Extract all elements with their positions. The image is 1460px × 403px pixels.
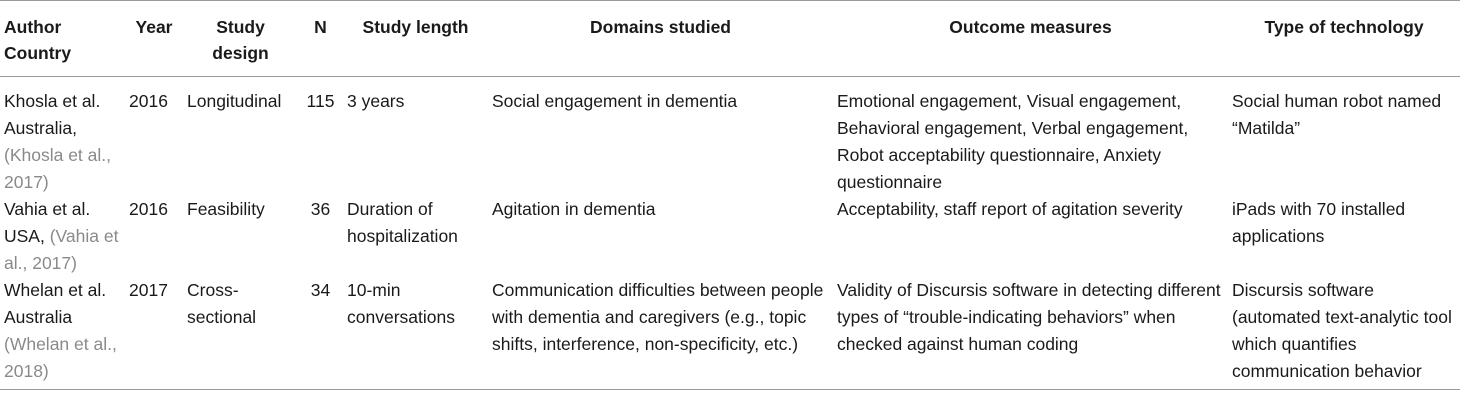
cell-outcomes: Acceptability, staff report of agitation… [837, 199, 1183, 219]
author-name: Whelan et al. Australia [4, 280, 107, 327]
author-name: Vahia et al. USA, [4, 199, 91, 246]
citation-link[interactable]: (Vahia et al., 2017) [4, 226, 119, 273]
cell-outcomes: Emotional engagement, Visual engagement,… [837, 91, 1189, 192]
header-n: N [314, 17, 327, 37]
cell-n: 115 [306, 91, 335, 111]
citation-link[interactable]: (Khosla et al., 2017) [4, 145, 111, 192]
cell-author: Whelan et al. Australia (Whelan et al., … [0, 277, 125, 390]
cell-technology: Discursis software (automated text-analy… [1232, 280, 1452, 381]
header-study-design: Study design [212, 17, 269, 63]
cell-author: Vahia et al. USA, (Vahia et al., 2017) [0, 196, 125, 277]
header-study-length: Study length [362, 17, 469, 37]
studies-table: Author Country Year Study design N Study… [0, 0, 1460, 390]
cell-n: 34 [310, 280, 331, 300]
header-domains-studied: Domains studied [590, 17, 731, 37]
cell-design: Longitudinal [187, 91, 282, 111]
table-row: Khosla et al. Australia, (Khosla et al.,… [0, 77, 1460, 197]
cell-domains: Agitation in dementia [492, 199, 656, 219]
table-row: Whelan et al. Australia (Whelan et al., … [0, 277, 1460, 390]
cell-design: Cross-sectional [187, 280, 257, 327]
cell-year: 2016 [129, 199, 168, 219]
header-type-of-technology: Type of technology [1264, 17, 1424, 37]
cell-n: 36 [310, 199, 331, 219]
cell-length: Duration of hospitalization [347, 199, 458, 246]
cell-length: 10-min conversations [347, 280, 455, 327]
header-year: Year [135, 17, 173, 37]
cell-outcomes: Validity of Discursis software in detect… [837, 280, 1221, 354]
cell-domains: Social engagement in dementia [492, 91, 738, 111]
citation-link[interactable]: (Whelan et al., 2018) [4, 334, 117, 381]
header-outcome-measures: Outcome measures [949, 17, 1112, 37]
author-name: Khosla et al. Australia, [4, 91, 101, 138]
cell-design: Feasibility [187, 199, 265, 219]
cell-year: 2016 [129, 91, 168, 111]
header-author-country: Author Country [4, 17, 72, 63]
cell-technology: iPads with 70 installed applications [1232, 199, 1406, 246]
cell-length: 3 years [347, 91, 405, 111]
cell-technology: Social human robot named “Matilda” [1232, 91, 1442, 138]
cell-domains: Communication difficulties between peopl… [492, 280, 824, 354]
table-row: Vahia et al. USA, (Vahia et al., 2017) 2… [0, 196, 1460, 277]
header-row: Author Country Year Study design N Study… [0, 0, 1460, 77]
cell-year: 2017 [129, 280, 168, 300]
cell-author: Khosla et al. Australia, (Khosla et al.,… [0, 77, 125, 197]
